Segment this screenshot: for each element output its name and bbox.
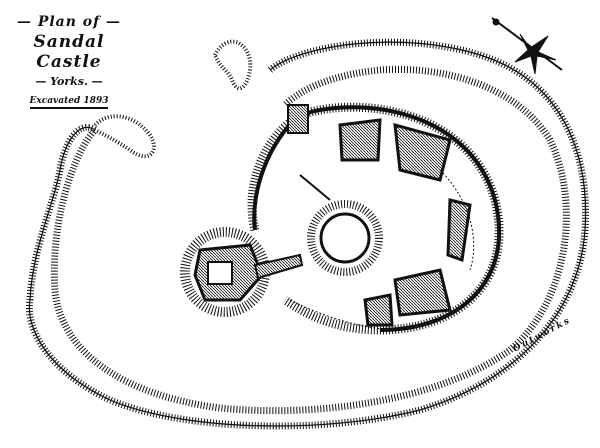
central-ring [307,200,383,276]
title-block: — Plan of — Sandal Castle — Yorks. — Exc… [6,14,132,109]
title-line-4: Excavated 1893 [29,96,109,109]
compass-star-icon [491,17,563,75]
keep [180,227,304,317]
title-line-2: Sandal Castle [33,32,105,72]
inner-bailey [247,102,504,335]
outer-bank [25,38,590,430]
title-line-1: — Plan of — [16,14,122,30]
title-line-3: — Yorks. — [35,75,103,88]
